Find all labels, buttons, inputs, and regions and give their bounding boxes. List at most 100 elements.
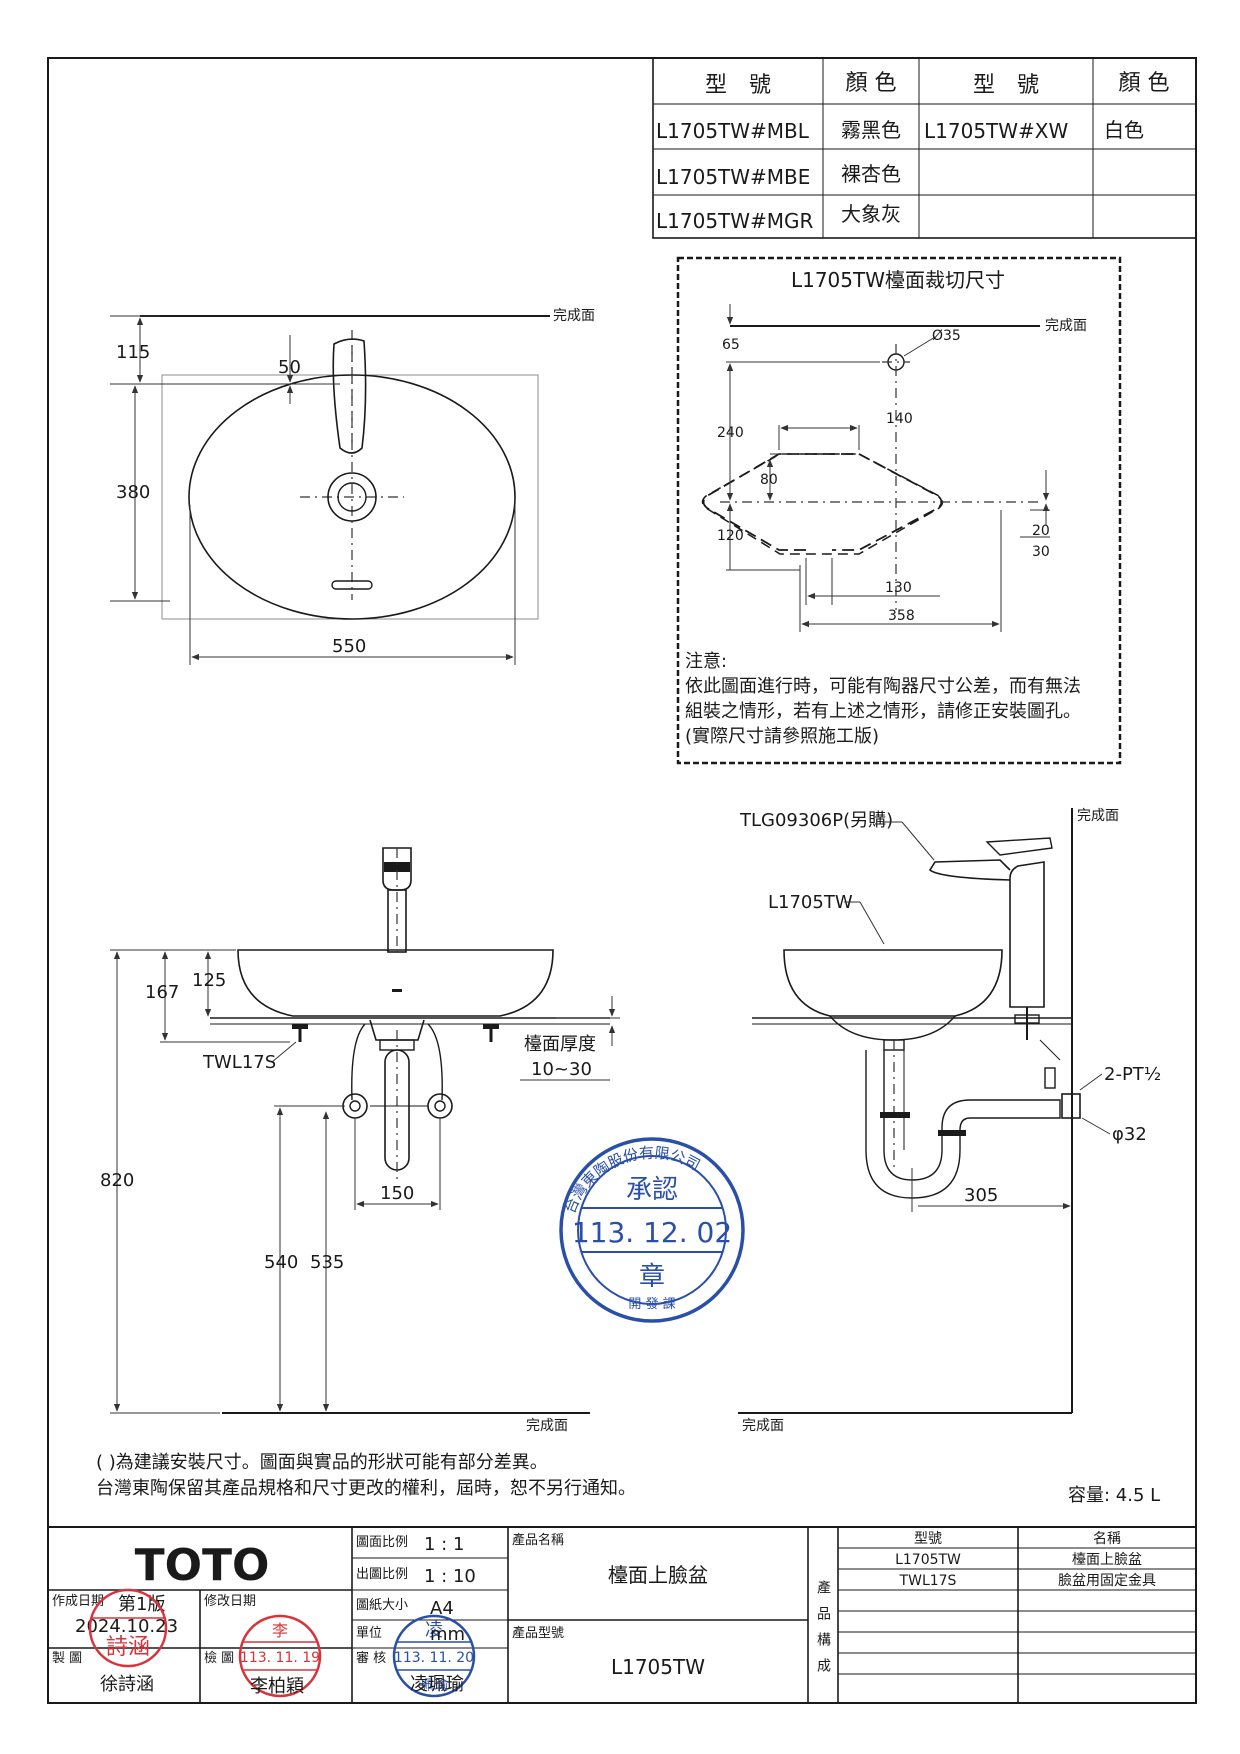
stamp-top-text: 承認 <box>626 1175 678 1205</box>
print-scale-label: 出圖比例 <box>356 1567 408 1582</box>
created-date: 2024.10.23 <box>75 1616 178 1637</box>
title-block: TOTO 作成日期 第1版 2024.10.23 修改日期 製 圖 徐詩涵 詩涵… <box>48 1526 1196 1703</box>
counter-thickness-value: 10~30 <box>531 1059 592 1080</box>
dim-20: 20 <box>1032 523 1050 539</box>
color-table-header-color-2: 顏 色 <box>1119 71 1170 96</box>
dim-115: 115 <box>116 342 150 363</box>
p-trap <box>865 1050 1061 1199</box>
color-row-3-color-1: 大象灰 <box>841 202 901 226</box>
scale-value: 1 : 1 <box>424 1534 464 1555</box>
dim-130: 130 <box>885 580 912 596</box>
twl17s-bracket-right <box>483 1024 499 1042</box>
basin-side-outline <box>783 949 1003 1017</box>
basin-front-outline <box>237 949 554 1017</box>
side-view-wall-finish-label: 完成面 <box>1077 808 1119 824</box>
toto-logo: TOTO <box>135 1540 270 1591</box>
paper-size-label: 圖紙大小 <box>356 1598 408 1613</box>
drawn-stamp-text: 詩涵 <box>106 1635 150 1660</box>
dim-550: 550 <box>332 636 366 657</box>
color-row-3-model-1: L1705TW#MGR <box>656 209 814 233</box>
unit-label: 單位 <box>356 1626 382 1641</box>
dim-305: 305 <box>964 1185 998 1206</box>
twl17s-callout: TWL17S <box>202 1052 276 1073</box>
dim-358: 358 <box>888 608 915 624</box>
product-model-label: 產品型號 <box>512 1625 564 1641</box>
revise-date-label: 修改日期 <box>204 1594 256 1609</box>
faucet-side <box>1009 861 1045 1008</box>
created-date-label: 作成日期 <box>52 1594 104 1609</box>
dim-65: 65 <box>722 337 740 353</box>
composition-row-2-model: TWL17S <box>899 1573 957 1589</box>
cutout-note-line-3: (實際尺寸請參照施工版) <box>685 726 879 747</box>
check-stamp-date: 113. 11. 19 <box>240 1650 320 1666</box>
cutout-title: L1705TW檯面裁切尺寸 <box>791 268 1005 292</box>
cutout-note-line-2: 組裝之情形，若有上述之情形，請修正安裝圖孔。 <box>685 701 1081 722</box>
review-stamp-top: 凌 <box>425 1620 443 1641</box>
angle-valve-right <box>427 1093 453 1119</box>
faucet-top <box>332 338 367 454</box>
dim-125: 125 <box>192 970 226 991</box>
composition-header-name: 名稱 <box>1093 1531 1121 1547</box>
drain-hole <box>327 472 377 522</box>
color-table-header-model-2: 型 號 <box>973 73 1039 98</box>
cutout-note-title: 注意: <box>685 651 727 672</box>
color-table: 型 號 顏 色 型 號 顏 色 L1705TW#MBL 霧黑色 L1705TW#… <box>652 57 1197 239</box>
color-row-1-model-1: L1705TW#MBL <box>656 119 810 143</box>
color-table-header-model-1: 型 號 <box>705 73 771 98</box>
side-view: 完成面 完成面 TLG09306P(另購) L1705TW 2-PT <box>738 808 1161 1434</box>
overflow-slot <box>331 580 373 590</box>
capacity-label: 容量: 4.5 L <box>1068 1485 1160 1506</box>
pt-callout: 2-PT½ <box>1104 1064 1161 1085</box>
color-table-header-color-1: 顏 色 <box>846 71 897 96</box>
sheet-border <box>47 57 1197 1704</box>
composition-row-1-model: L1705TW <box>895 1552 961 1568</box>
approval-stamp: 台灣東陶股份有限公司 承認 113. 12. 02 章 開 發 課 <box>559 1137 745 1323</box>
color-row-1-model-2: L1705TW#XW <box>924 119 1068 143</box>
check-name: 李柏穎 <box>250 1676 304 1697</box>
review-stamp-bottom: 珮瑜 <box>420 1678 448 1694</box>
review-name: 凌珮瑜 <box>410 1674 464 1695</box>
dim-167: 167 <box>145 982 179 1003</box>
faucet-callout: TLG09306P(另購) <box>739 810 893 831</box>
dim-50: 50 <box>278 357 301 378</box>
top-view: 完成面 115 380 50 550 <box>110 308 595 665</box>
color-row-2-color-1: 裸杏色 <box>841 162 901 186</box>
front-view-finish-label: 完成面 <box>526 1418 568 1434</box>
cutout-panel: L1705TW檯面裁切尺寸 完成面 Ø35 65 240 120 140 80 … <box>676 256 1122 765</box>
dim-120: 120 <box>717 528 744 544</box>
composition-header-model: 型號 <box>914 1531 942 1547</box>
color-row-1-color-1: 霧黑色 <box>841 118 901 142</box>
color-row-1-color-2: 白色 <box>1104 118 1144 142</box>
front-view: 完成面 820 167 125 540 535 150 TWL17S 檯面厚度 … <box>100 847 620 1434</box>
composition-row-2-name: 臉盆用固定金具 <box>1058 1573 1156 1589</box>
phi32-callout: φ32 <box>1112 1124 1147 1145</box>
review-stamp-date: 113. 11. 20 <box>394 1650 474 1666</box>
stamp-bottom-text: 章 <box>639 1262 665 1292</box>
dim-535: 535 <box>310 1252 344 1273</box>
product-model: L1705TW <box>611 1655 705 1679</box>
dim-240: 240 <box>717 425 744 441</box>
check-stamp-top: 李 <box>272 1621 288 1640</box>
dim-80: 80 <box>760 472 778 488</box>
product-name: 檯面上臉盆 <box>608 1563 708 1587</box>
check-stamp: 李 113. 11. 19 <box>238 1614 322 1698</box>
dim-140: 140 <box>886 411 913 427</box>
product-name-label: 產品名稱 <box>512 1532 564 1548</box>
footnote-1: ( )為建議安裝尺寸。圖面與實品的形狀可能有部分差異。 <box>96 1452 548 1473</box>
top-view-finish-label: 完成面 <box>553 308 595 324</box>
dim-phi35: Ø35 <box>932 328 961 344</box>
check-label: 檢 圖 <box>204 1650 234 1666</box>
side-view-floor-finish-label: 完成面 <box>742 1418 784 1434</box>
stamp-date: 113. 12. 02 <box>572 1216 732 1249</box>
composition-row-1-name: 檯面上臉盆 <box>1072 1552 1142 1568</box>
cutout-finish-label: 完成面 <box>1045 318 1087 334</box>
counter-thickness-label: 檯面厚度 <box>524 1034 596 1055</box>
scale-label: 圖面比例 <box>356 1535 408 1550</box>
basin-callout: L1705TW <box>768 892 853 913</box>
dim-150: 150 <box>380 1183 414 1204</box>
composition-label: 產品構成 <box>815 1579 831 1684</box>
dim-540: 540 <box>264 1252 298 1273</box>
paper-size-value: A4 <box>430 1598 454 1619</box>
footnote-2: 台灣東陶保留其產品規格和尺寸更改的權利，屆時，恕不另行通知。 <box>96 1478 636 1499</box>
